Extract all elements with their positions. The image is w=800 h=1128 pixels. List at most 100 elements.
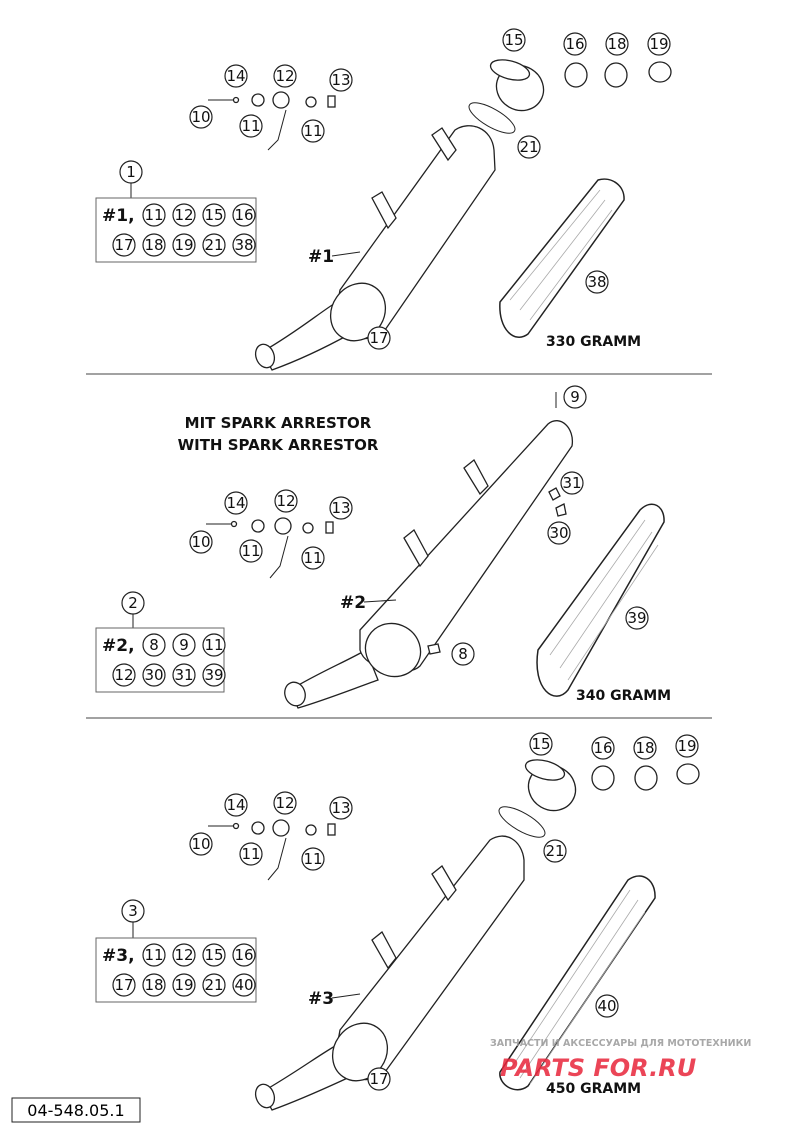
svg-text:8: 8 — [149, 636, 159, 654]
mount-hardware-3 — [208, 819, 336, 881]
kit-label: #1, — [102, 206, 135, 226]
kit-callout-1: 1 — [119, 160, 143, 184]
watermark: ЗАПЧАСТИ И АКСЕССУАРЫ ДЛЯ МОТОТЕХНИКИ PA… — [490, 1038, 751, 1082]
watermark-brand: PARTS FOR.RU — [500, 1054, 696, 1082]
svg-text:17: 17 — [369, 329, 388, 347]
svg-text:16: 16 — [565, 35, 584, 53]
svg-text:21: 21 — [545, 842, 564, 860]
kit-part-18: 18 — [142, 973, 166, 997]
svg-text:11: 11 — [144, 946, 163, 964]
svg-text:17: 17 — [369, 1070, 388, 1088]
svg-text:12: 12 — [275, 794, 294, 812]
svg-text:15: 15 — [504, 31, 523, 49]
svg-text:30: 30 — [549, 524, 568, 542]
callout-16: 16 — [591, 736, 615, 760]
insulation-40 — [499, 875, 656, 1091]
callout-8: 8 — [451, 642, 475, 666]
svg-text:19: 19 — [649, 35, 668, 53]
muffler-2 — [284, 420, 573, 709]
kit-part-18: 18 — [142, 233, 166, 257]
kit-part-11: 11 — [142, 943, 166, 967]
ring-18 — [604, 62, 628, 88]
svg-text:12: 12 — [276, 492, 295, 510]
svg-text:9: 9 — [179, 636, 189, 654]
svg-text:14: 14 — [226, 494, 245, 512]
end-cap-15 — [524, 759, 577, 812]
callout-13: 13 — [329, 496, 353, 520]
muffler-label-1: #1 — [308, 247, 334, 267]
seal-21 — [468, 102, 516, 134]
svg-text:19: 19 — [677, 737, 696, 755]
callout-15: 15 — [529, 732, 553, 756]
muffler-label-3: #3 — [308, 989, 334, 1009]
kit-label: #3, — [102, 946, 135, 966]
muffler-3 — [254, 835, 525, 1111]
ring-18 — [634, 765, 658, 791]
svg-text:18: 18 — [607, 35, 626, 53]
doc-number: 04-548.05.1 — [27, 1101, 124, 1120]
ring-16 — [591, 765, 615, 791]
callout-13: 13 — [329, 68, 353, 92]
callout-15: 15 — [502, 28, 526, 52]
callout-18: 18 — [605, 32, 629, 56]
svg-text:12: 12 — [275, 67, 294, 85]
weight-label-2: 340 GRAMM — [576, 688, 671, 704]
svg-text:18: 18 — [144, 236, 163, 254]
ring-16 — [564, 62, 588, 88]
insulation-39 — [536, 503, 665, 697]
mount-hardware-2 — [206, 517, 334, 579]
svg-text:11: 11 — [303, 850, 322, 868]
kit-part-9: 9 — [172, 633, 196, 657]
section-3: 3 #3, 11 12 15 16 17 18 19 21 40 #3 450 GRAMM — [95, 732, 700, 1111]
weight-label-1: 330 GRAMM — [546, 334, 641, 350]
svg-text:19: 19 — [174, 236, 193, 254]
callout-31: 31 — [560, 471, 584, 495]
svg-text:11: 11 — [241, 542, 260, 560]
kit-part-11: 11 — [202, 633, 226, 657]
ring-19 — [676, 763, 700, 785]
doc-number-box — [11, 1097, 141, 1123]
section-title-en: WITH SPARK ARRESTOR — [178, 436, 379, 454]
callout-17: 17 — [367, 326, 391, 350]
svg-text:10: 10 — [191, 108, 210, 126]
callout-10: 10 — [189, 832, 213, 856]
kit-part-21: 21 — [202, 233, 226, 257]
muffler-1 — [254, 125, 496, 371]
kit-part-19: 19 — [172, 973, 196, 997]
kit-part-21: 21 — [202, 973, 226, 997]
weight-label-3: 450 GRAMM — [546, 1081, 641, 1097]
ring-19 — [648, 61, 672, 83]
callout-11: 11 — [239, 539, 263, 563]
callout-12: 12 — [273, 64, 297, 88]
callout-19: 19 — [675, 734, 699, 758]
svg-text:11: 11 — [241, 845, 260, 863]
kit-part-12: 12 — [112, 663, 136, 687]
kit-part-15: 15 — [202, 943, 226, 967]
svg-text:12: 12 — [114, 666, 133, 684]
svg-text:18: 18 — [144, 976, 163, 994]
kit-part-19: 19 — [172, 233, 196, 257]
callout-39: 39 — [625, 606, 649, 630]
svg-text:21: 21 — [204, 236, 223, 254]
svg-text:17: 17 — [114, 236, 133, 254]
svg-text:16: 16 — [234, 946, 253, 964]
callout-38: 38 — [585, 270, 609, 294]
kit-part-38: 38 — [232, 233, 256, 257]
seal-21 — [498, 806, 546, 838]
callout-19: 19 — [647, 32, 671, 56]
kit-part-11: 11 — [142, 203, 166, 227]
kit-callout-3: 3 — [121, 899, 145, 923]
svg-text:15: 15 — [204, 206, 223, 224]
callout-11: 11 — [301, 847, 325, 871]
svg-text:40: 40 — [234, 976, 253, 994]
svg-text:17: 17 — [114, 976, 133, 994]
svg-text:31: 31 — [174, 666, 193, 684]
svg-text:2: 2 — [128, 594, 138, 612]
svg-text:19: 19 — [174, 976, 193, 994]
svg-text:11: 11 — [241, 117, 260, 135]
svg-text:13: 13 — [331, 71, 350, 89]
callout-13: 13 — [329, 796, 353, 820]
kit-callout-2: 2 — [121, 591, 145, 615]
